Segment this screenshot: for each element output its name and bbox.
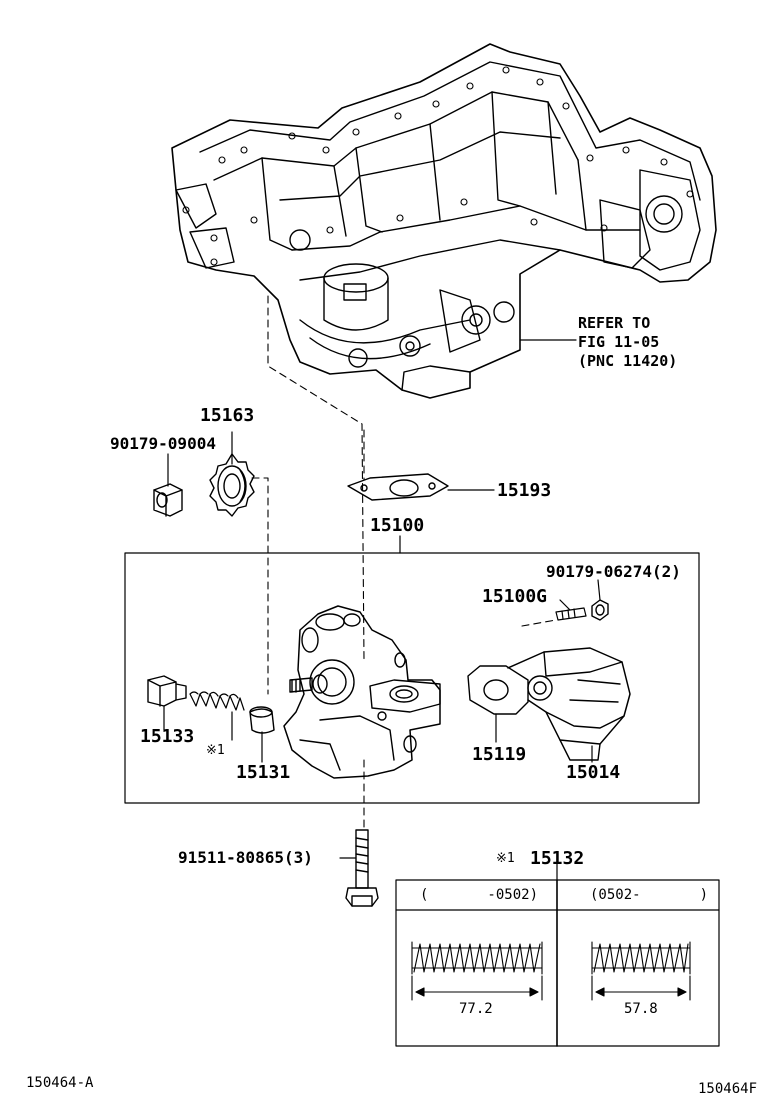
label-15193[interactable]: 15193	[497, 480, 552, 501]
label-ref-mark-2: ※1	[496, 851, 515, 866]
sprocket-15163	[209, 453, 255, 517]
oil-pan-drawing	[171, 43, 717, 399]
gasket-15193	[347, 473, 449, 501]
label-90179-06274[interactable]: 90179-06274(2)	[546, 562, 681, 581]
label-ref-mark-1: ※1	[206, 743, 225, 758]
strainer-15014	[507, 647, 631, 761]
label-91511-80865[interactable]: 91511-80865(3)	[178, 848, 313, 867]
label-90179-09004[interactable]: 90179-09004	[110, 434, 216, 453]
label-15014[interactable]: 15014	[566, 762, 621, 783]
refer-to-note: REFER TO FIG 11-05 (PNC 11420)	[578, 314, 677, 371]
spring-variant-2	[591, 941, 691, 975]
spring-col2-header: (0502- )	[590, 887, 709, 903]
nut-90179-06274	[591, 599, 609, 621]
assembly-15100-box	[124, 552, 700, 804]
bolt-91511-80865	[345, 829, 379, 907]
footer-right-code: 150464F	[698, 1081, 758, 1097]
refer-line-2: FIG 11-05	[578, 333, 660, 351]
label-15131[interactable]: 15131	[236, 762, 291, 783]
refer-line-1: REFER TO	[578, 314, 651, 332]
relief-valve-15131	[249, 706, 275, 734]
oil-pump-body	[283, 605, 441, 779]
label-15100[interactable]: 15100	[370, 515, 425, 536]
nut-90179-09004	[153, 483, 183, 517]
refer-line-3: (PNC 11420)	[578, 352, 678, 370]
label-15132[interactable]: 15132	[530, 848, 585, 869]
spring-col2-length: 57.8	[624, 1001, 658, 1017]
spring-variant-1	[411, 941, 543, 975]
stud-15100G	[555, 607, 587, 621]
label-15163[interactable]: 15163	[200, 405, 255, 426]
dimension-arrow-2	[591, 975, 691, 1001]
label-15100G[interactable]: 15100G	[482, 586, 548, 607]
gasket-15119	[467, 665, 529, 715]
label-15133[interactable]: 15133	[140, 726, 195, 747]
spring-col1-header: ( -0502)	[420, 887, 539, 903]
relief-spring	[189, 691, 245, 711]
spring-variant-table	[395, 851, 720, 1047]
dimension-arrow-1	[411, 975, 543, 1001]
spring-col1-length: 77.2	[459, 1001, 493, 1017]
plug-15133	[147, 675, 187, 707]
footer-left-code: 150464-A	[26, 1075, 94, 1091]
assembly-guide-lines	[251, 295, 557, 831]
label-15119[interactable]: 15119	[472, 744, 527, 765]
